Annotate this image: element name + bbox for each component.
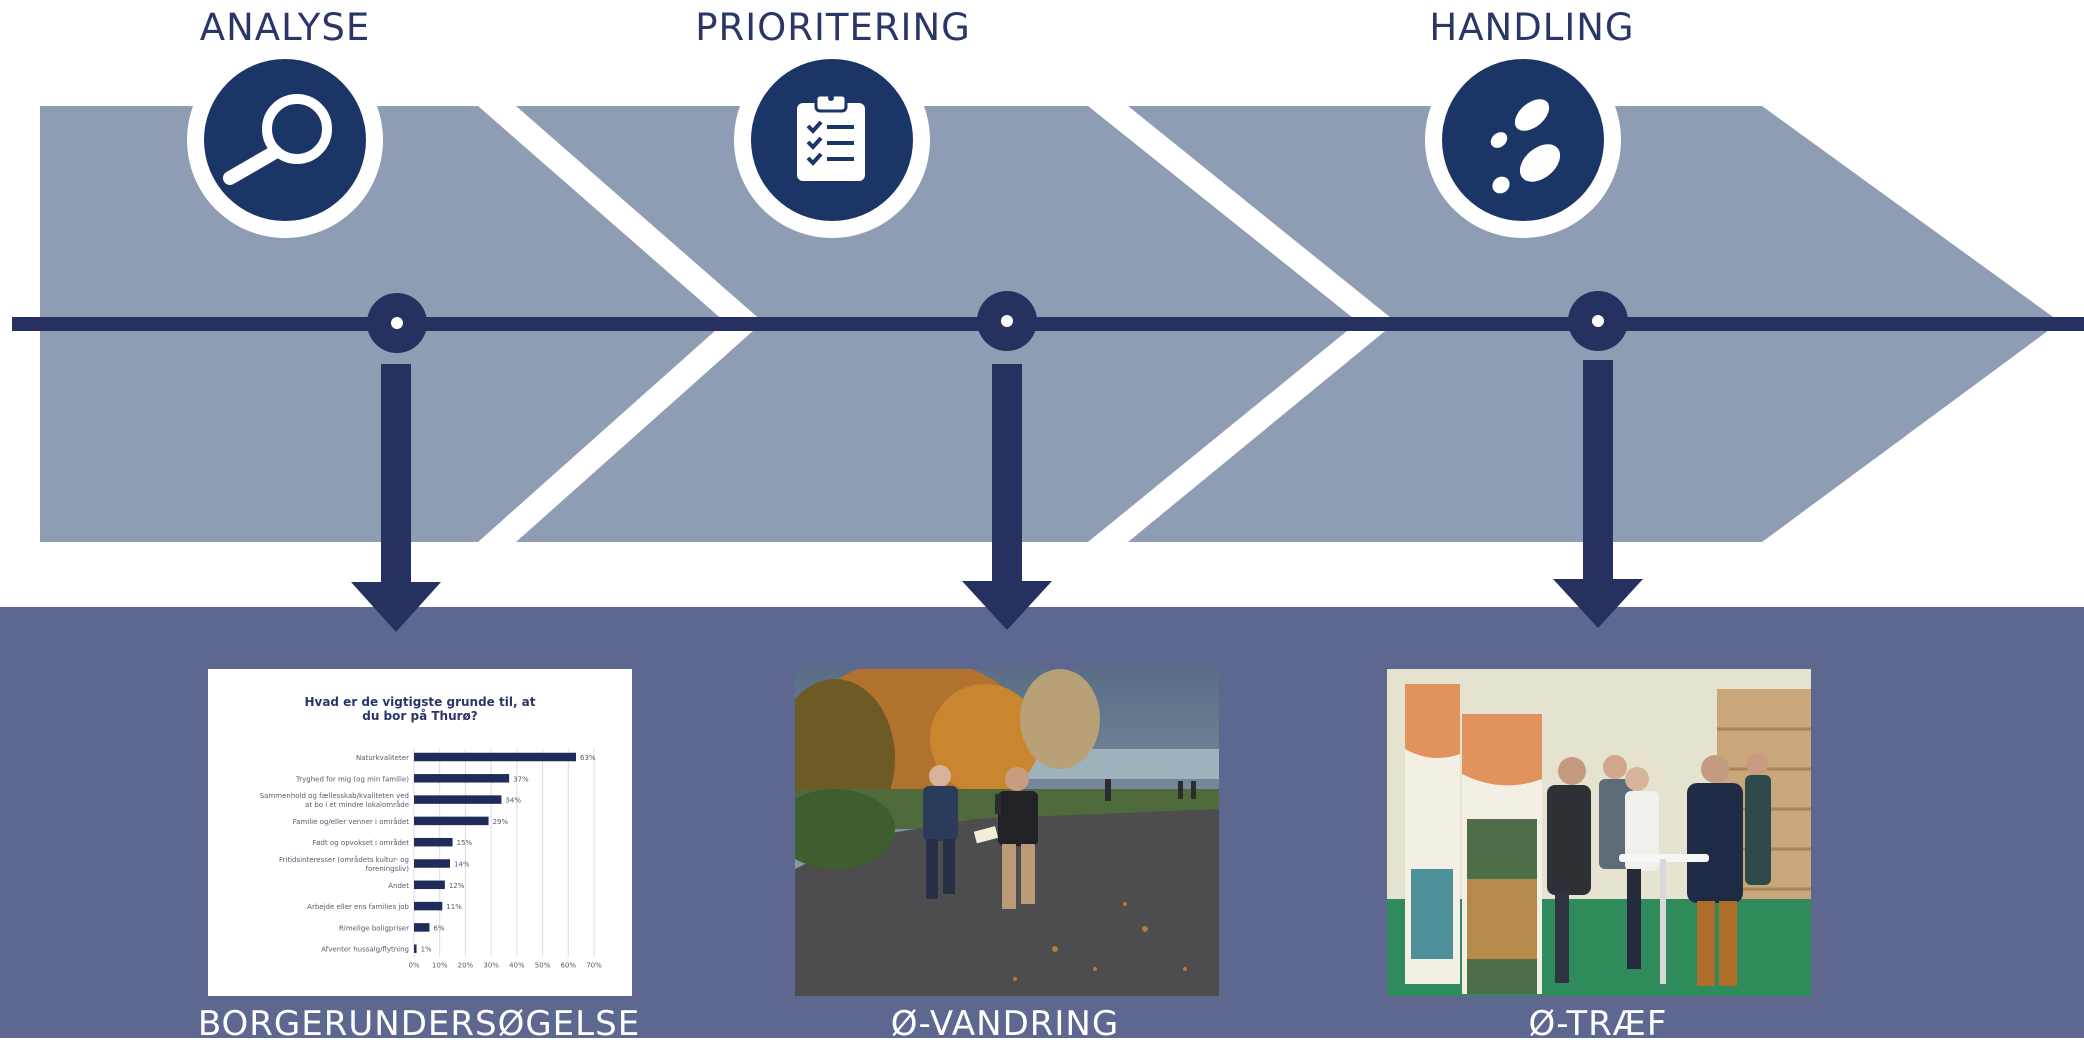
footprints-icon xyxy=(1490,99,1561,194)
bar xyxy=(414,752,576,762)
value-label: 11% xyxy=(446,903,462,911)
x-tick-label: 50% xyxy=(535,962,551,970)
category-label: Andet xyxy=(388,882,409,890)
category-label-line: Sammenhold og fællesskab/kvaliteten ved xyxy=(260,792,409,800)
value-label: 29% xyxy=(493,818,509,826)
bar xyxy=(414,816,489,826)
category-label-line: Andet xyxy=(388,882,409,890)
bar-chart: 0% 10% 20% 30% 40% 50% 60% 70% 63% Naturkvalitete… xyxy=(260,749,602,970)
x-tick-label: 0% xyxy=(408,962,419,970)
stage-title-analyse: ANALYSE xyxy=(199,6,371,49)
bar xyxy=(414,923,430,932)
value-label: 1% xyxy=(421,946,432,954)
value-label: 12% xyxy=(449,882,465,890)
bar xyxy=(414,944,417,953)
x-tick-label: 40% xyxy=(509,962,525,970)
category-label: Familie og/eller venner i området xyxy=(293,817,409,826)
value-label: 37% xyxy=(513,775,529,783)
value-label: 15% xyxy=(457,839,473,847)
x-tick-label: 10% xyxy=(432,962,448,970)
bar xyxy=(414,774,510,783)
category-label-line: Familie og/eller venner i området xyxy=(293,817,409,826)
value-label: 6% xyxy=(433,924,444,932)
value-label: 14% xyxy=(454,861,470,869)
clipboard-checklist-icon xyxy=(797,93,865,181)
chart-title: Hvad er de vigtigste grunde til, at du b… xyxy=(208,695,632,723)
value-label: 63% xyxy=(580,754,596,762)
banner-left xyxy=(1405,684,1460,984)
category-label: Arbejde eller ens families job xyxy=(307,903,409,911)
meeting-photo xyxy=(1387,669,1811,996)
timeline-node-3 xyxy=(1568,291,1628,351)
category-label-line: Fritidsinteresser (områdets kultur- og xyxy=(279,855,409,864)
magnifier-icon xyxy=(223,94,332,185)
category-label: Afventer hussalg/flytning xyxy=(321,946,409,954)
category-label-line: foreningsliv) xyxy=(366,865,410,873)
down-arrow-1 xyxy=(351,364,441,632)
x-tick-label: 20% xyxy=(458,962,474,970)
medallion-handling xyxy=(1425,42,1621,238)
category-label-line: Arbejde eller ens families job xyxy=(307,903,409,911)
category-label: Rimelige boligpriser xyxy=(339,924,409,932)
timeline-node-1 xyxy=(367,293,427,353)
x-tick-label: 70% xyxy=(586,962,602,970)
bar xyxy=(414,859,450,868)
value-label: 34% xyxy=(505,797,521,805)
bar xyxy=(414,880,445,890)
category-label-line: Naturkvaliteter xyxy=(356,754,409,762)
category-label-line: Tryghed for mig (og min familie) xyxy=(295,775,409,783)
timeline-line xyxy=(12,317,2084,331)
bar xyxy=(414,795,502,804)
person-right xyxy=(973,767,1038,909)
caption-borgerundersogelse: BORGERUNDERSØGELSE xyxy=(197,1004,641,1044)
person-left xyxy=(923,765,958,899)
category-label: Født og opvokset i området xyxy=(312,838,409,847)
chart-title-line-2: du bor på Thurø? xyxy=(362,709,478,723)
banner-right xyxy=(1462,714,1542,994)
caption-o-traef: Ø-TRÆF xyxy=(1528,1004,1668,1044)
chart-title-line-1: Hvad er de vigtigste grunde til, at xyxy=(304,695,536,709)
category-label: Tryghed for mig (og min familie) xyxy=(295,775,409,783)
category-label-line: Født og opvokset i området xyxy=(312,838,409,847)
stage-title-handling: HANDLING xyxy=(1429,6,1635,49)
walk-photo xyxy=(795,669,1219,996)
medallion-prioritering xyxy=(734,42,930,238)
category-label-line: at bo i et mindre lokalområde xyxy=(305,800,409,809)
bar xyxy=(414,837,453,847)
x-tick-label: 60% xyxy=(561,962,577,970)
category-label: Naturkvaliteter xyxy=(356,754,409,762)
stage-title-prioritering: PRIORITERING xyxy=(695,6,971,49)
down-arrow-3 xyxy=(1553,360,1643,628)
x-tick-label: 30% xyxy=(483,962,499,970)
category-label-line: Afventer hussalg/flytning xyxy=(321,946,409,954)
people-group xyxy=(1547,753,1771,986)
down-arrow-2 xyxy=(962,364,1052,630)
medallion-analyse xyxy=(187,42,383,238)
bar xyxy=(414,901,443,911)
timeline-node-2 xyxy=(977,291,1037,351)
category-label-line: Rimelige boligpriser xyxy=(339,924,409,932)
survey-chart-panel: Hvad er de vigtigste grunde til, at du b… xyxy=(208,669,632,996)
caption-o-vandring: Ø-VANDRING xyxy=(890,1004,1120,1044)
